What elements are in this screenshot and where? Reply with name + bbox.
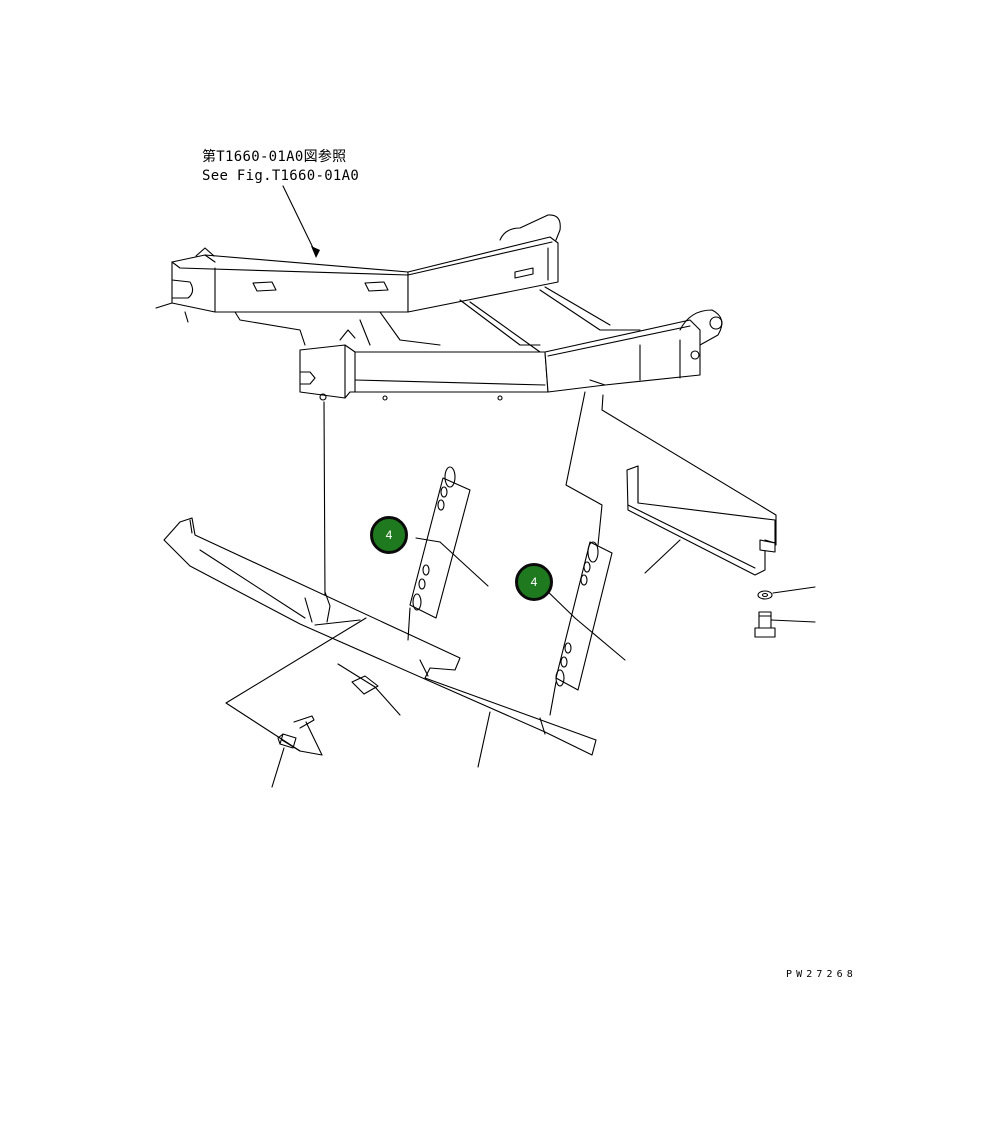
bolt [754,611,776,638]
assembly-lines [323,391,777,599]
cover-strip-right [549,541,613,716]
small-plate [351,675,379,695]
cover-strip-left [407,466,471,641]
reference-leader [282,185,317,255]
drawing-code: PW27268 [786,969,857,980]
reference-note-en: See Fig.T1660-01A0 [202,168,360,184]
callout-label: 4 [385,528,393,542]
callout-4-right[interactable]: 4 [515,563,553,601]
callout-label: 4 [530,575,538,589]
callout-4-left[interactable]: 4 [370,516,408,554]
reference-note-jp: 第T1660-01A0図参照 [202,149,347,165]
leader-lines [225,537,816,788]
bracket [626,465,776,576]
pin [277,733,297,749]
reference-arrowhead [311,246,320,258]
lower-cover [163,517,597,756]
washer [757,590,773,600]
reference-note: 第T1660-01A0図参照 See Fig.T1660-01A0 [202,148,359,186]
clip [293,715,315,729]
main-frame [155,214,723,401]
